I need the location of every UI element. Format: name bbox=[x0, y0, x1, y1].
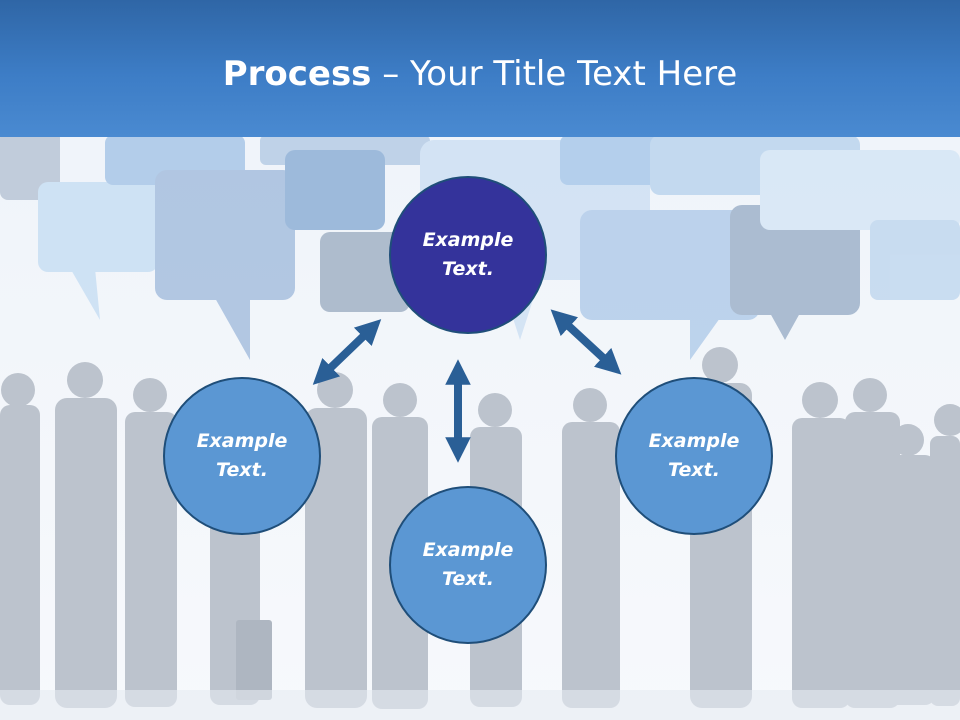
node-text-line2: Text. bbox=[442, 568, 494, 590]
node-text-line1: Example bbox=[648, 430, 740, 452]
node-text-line2: Text. bbox=[216, 459, 268, 481]
node-text-line1: Example bbox=[422, 229, 514, 251]
slide-title-rest: – Your Title Text Here bbox=[371, 54, 738, 94]
speech-bubbles bbox=[0, 130, 960, 360]
node-text-line2: Text. bbox=[442, 258, 494, 280]
slide-title: Process – Your Title Text Here bbox=[0, 52, 960, 96]
slide-title-bold: Process bbox=[222, 54, 372, 94]
node-text-line1: Example bbox=[422, 539, 514, 561]
node-text-line2: Text. bbox=[668, 459, 720, 481]
arrow-center-right bbox=[550, 309, 622, 375]
title-bar: Process – Your Title Text Here bbox=[0, 0, 960, 137]
node-text-line1: Example bbox=[196, 430, 288, 452]
arrow-center-left bbox=[312, 319, 382, 385]
